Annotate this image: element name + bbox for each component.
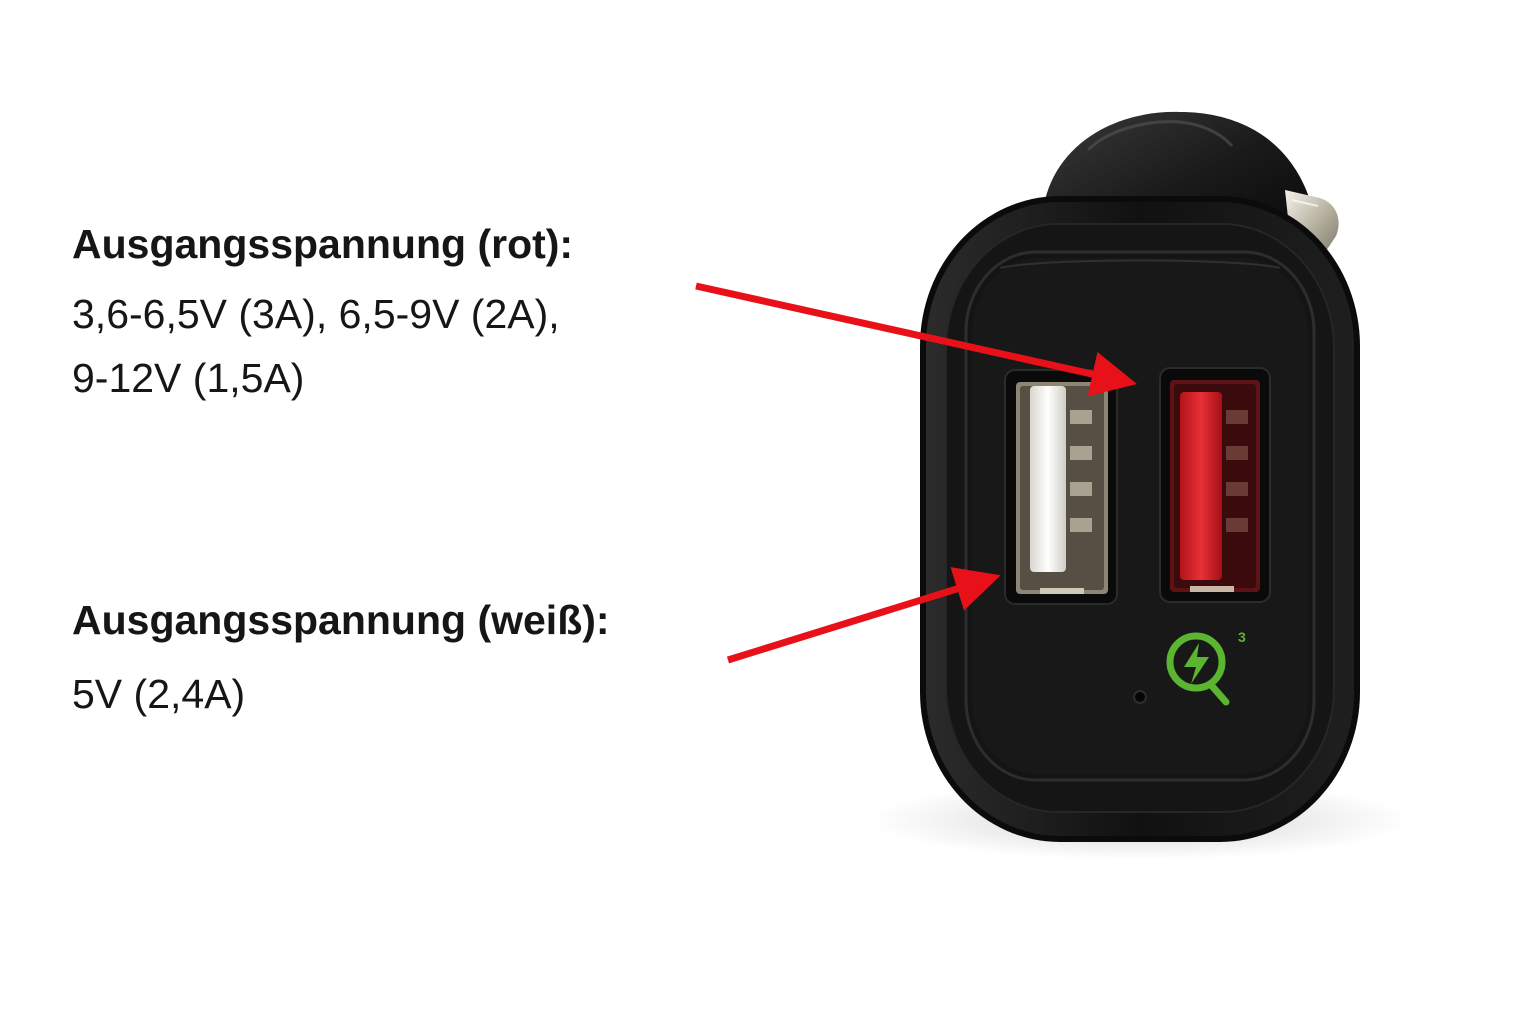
arrow-to-white-port [726, 567, 1001, 664]
white-port-value-line-1: 5V (2,4A) [72, 671, 246, 717]
red-port-heading: Ausgangsspannung (rot): [72, 221, 574, 267]
charger-front [920, 196, 1360, 842]
white-port-heading: Ausgangsspannung (weiß): [72, 597, 610, 643]
quick-charge-lightning-icon: 3 [1166, 629, 1246, 706]
port-contact [1070, 410, 1092, 424]
logo-superscript: 3 [1238, 629, 1246, 645]
red-port-value-line-1: 3,6-6,5V (3A), 6,5-9V (2A), [72, 291, 560, 337]
port-contact [1226, 482, 1248, 496]
port-contact [1226, 446, 1248, 460]
arrow-to-red-port [695, 282, 1137, 397]
port-contact [1070, 518, 1092, 532]
port-contact [1070, 482, 1092, 496]
usb-port-white [1004, 369, 1118, 605]
red-port-value-line-2: 9-12V (1,5A) [72, 355, 305, 401]
led-indicator [1133, 690, 1147, 704]
port-contact [1226, 410, 1248, 424]
usb-port-red [1159, 367, 1271, 603]
port-contact [1226, 518, 1248, 532]
port-contact [1070, 446, 1092, 460]
